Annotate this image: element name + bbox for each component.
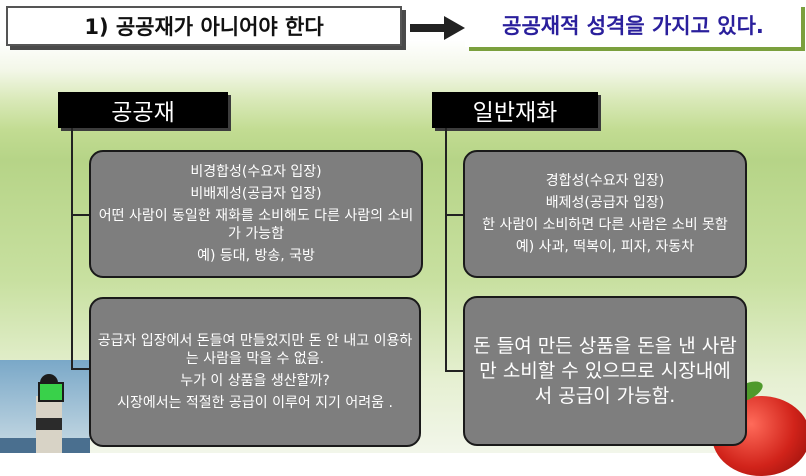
right-branch-2 xyxy=(445,370,465,372)
left-branch-2 xyxy=(71,368,91,370)
left-connector xyxy=(71,128,73,370)
right-branch-1 xyxy=(445,214,465,216)
trait-line: 비배제성(공급자 입장) xyxy=(190,186,322,202)
trait-line: 경합성(수요자 입장) xyxy=(545,173,665,189)
general-goods-traits-box: 경합성(수요자 입장) 배제성(공급자 입장) 한 사람이 소비하면 다른 사람… xyxy=(463,150,747,278)
condition-title: 1) 공공재가 아니어야 한다 xyxy=(6,6,402,46)
right-connector xyxy=(445,128,447,372)
general-goods-header: 일반재화 xyxy=(432,92,598,128)
public-goods-problem-box: 공급자 입장에서 돈들여 만들었지만 돈 안 내고 이용하는 사람을 막을 수 … xyxy=(89,297,421,447)
public-goods-traits-box: 비경합성(수요자 입장) 비배제성(공급자 입장) 어떤 사람이 동일한 재화를… xyxy=(89,150,423,278)
result-title: 공공재적 성격을 가지고 있다. xyxy=(465,3,801,47)
market-text: 돈 들여 만든 상품을 돈을 낸 사람만 소비할 수 있으므로 시장내에서 공급… xyxy=(473,334,737,407)
problem-line: 누가 이 상품을 생산할까? xyxy=(180,373,330,389)
trait-line: 비경합성(수요자 입장) xyxy=(190,164,322,180)
trait-line: 한 사람이 소비하면 다른 사람은 소비 못함 xyxy=(482,217,728,233)
example-line: 예) 등대, 방송, 국방 xyxy=(197,248,315,264)
public-goods-header: 공공재 xyxy=(58,92,228,128)
arrow-right-icon xyxy=(410,16,465,40)
problem-line: 시장에서는 적절한 공급이 이루어 지기 어려움 . xyxy=(117,395,393,411)
example-line: 예) 사과, 떡복이, 피자, 자동차 xyxy=(515,239,695,255)
left-branch-1 xyxy=(71,214,91,216)
trait-line: 어떤 사람이 동일한 재화를 소비해도 다른 사람의 소비가 가능함 xyxy=(98,208,414,242)
problem-line: 공급자 입장에서 돈들여 만들었지만 돈 안 내고 이용하는 사람을 막을 수 … xyxy=(97,333,413,367)
general-goods-market-box: 돈 들여 만든 상품을 돈을 낸 사람만 소비할 수 있으므로 시장내에서 공급… xyxy=(463,296,747,446)
trait-line: 배제성(공급자 입장) xyxy=(545,195,665,211)
